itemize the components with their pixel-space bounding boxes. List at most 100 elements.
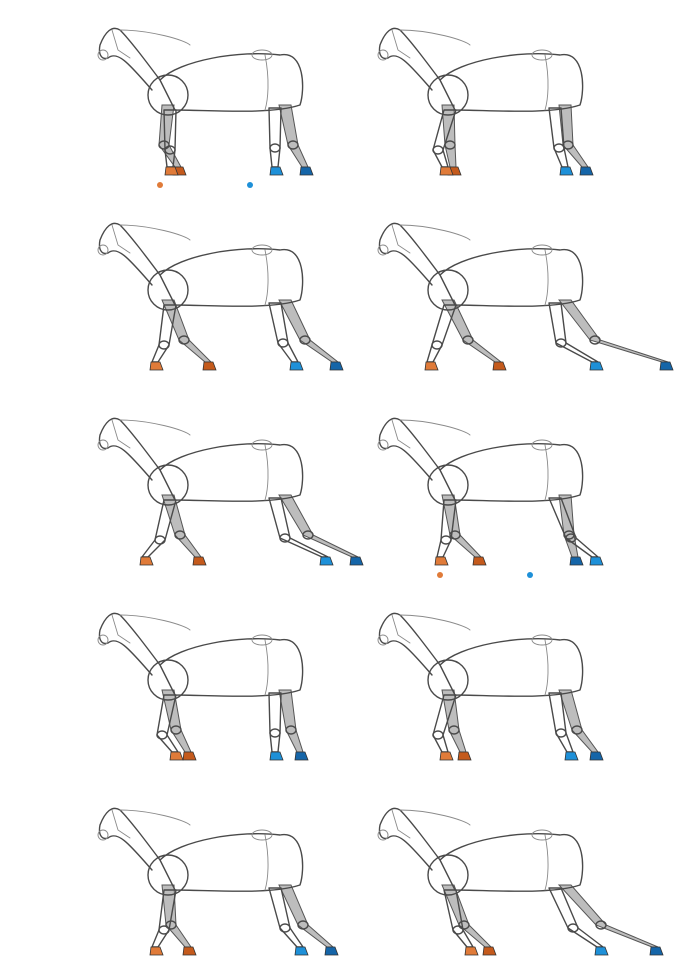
hind-far-leg [278, 689, 304, 753]
front-near-leg-joint [154, 535, 166, 545]
face-guide [391, 29, 411, 59]
front-near-leg-joint [158, 340, 170, 350]
front-contact-dot [157, 182, 163, 188]
horse-frame-1 [90, 10, 380, 190]
horse-frame-10 [370, 790, 664, 970]
horse-neck-head [378, 612, 441, 676]
hind-near-leg-hoof [589, 361, 604, 371]
hind-far-leg [558, 494, 579, 558]
hind-near-leg-hoof [589, 556, 604, 566]
horse-drawing [377, 222, 674, 371]
face-guide [111, 29, 131, 59]
hind-near-leg-hoof [294, 946, 309, 956]
horse-neck-head [378, 807, 441, 871]
muzzle-circle [377, 634, 389, 646]
front-near-leg-hoof [424, 361, 439, 371]
shoulder-circle [427, 269, 469, 311]
hind-near-leg-hoof [559, 166, 574, 176]
muzzle-circle [377, 439, 389, 451]
horse-neck-head [98, 27, 161, 91]
horse-drawing [97, 417, 364, 566]
horse-neck-head [98, 612, 161, 676]
face-guide [391, 419, 411, 449]
flank-line [264, 54, 269, 111]
shoulder-circle [427, 74, 469, 116]
front-far-leg-joint [158, 140, 170, 150]
hind-near-leg-hoof [319, 556, 334, 566]
horse-drawing [377, 417, 604, 578]
front-near-leg-hoof [464, 946, 479, 956]
horse-neck-head [98, 222, 161, 286]
hind-far-leg [278, 299, 340, 363]
front-near-leg-hoof [439, 166, 454, 176]
hind-far-leg-hoof [579, 166, 594, 176]
shoulder-circle [147, 269, 189, 311]
hind-far-leg-joint [299, 335, 311, 345]
hip-mark [531, 244, 553, 256]
hind-near-leg-joint [269, 143, 281, 153]
front-far-leg-hoof [472, 556, 487, 566]
muzzle-circle [97, 829, 109, 841]
mane-line [399, 224, 471, 241]
front-far-leg-joint [174, 530, 186, 540]
front-near-leg-hoof [149, 946, 164, 956]
shoulder-circle [427, 464, 469, 506]
mane-line [399, 809, 471, 826]
mane-line [399, 419, 471, 436]
hind-near-leg-joint [269, 728, 281, 738]
front-far-leg-joint [458, 920, 470, 930]
front-near-leg-joint [156, 730, 168, 740]
shoulder-circle [427, 854, 469, 896]
horse-frame-8 [370, 595, 660, 775]
muzzle-circle [377, 244, 389, 256]
horse-body [159, 638, 304, 697]
horse-body [159, 53, 304, 112]
hind-contact-dot [247, 182, 253, 188]
hip-mark [251, 439, 273, 451]
face-guide [111, 809, 131, 839]
flank-line [264, 444, 269, 501]
front-near-leg-hoof [169, 751, 184, 761]
muzzle-circle [97, 49, 109, 61]
horse-neck-head [378, 222, 441, 286]
hind-far-leg-joint [571, 725, 583, 735]
flank-line [544, 639, 549, 696]
horse-frame-6 [370, 400, 660, 580]
shoulder-circle [147, 854, 189, 896]
face-guide [111, 419, 131, 449]
flank-line [264, 249, 269, 306]
front-far-leg-hoof [457, 751, 472, 761]
front-far-leg-hoof [482, 946, 497, 956]
flank-line [544, 249, 549, 306]
muzzle-circle [97, 634, 109, 646]
hind-near-leg-hoof [564, 751, 579, 761]
muzzle-circle [377, 829, 389, 841]
hind-far-leg-hoof [324, 946, 339, 956]
flank-line [544, 444, 549, 501]
front-near-leg-hoof [164, 166, 179, 176]
front-far-leg-hoof [182, 946, 197, 956]
horse-frame-9 [90, 790, 380, 970]
front-far-leg-hoof [192, 556, 207, 566]
front-far-leg-joint [462, 335, 474, 345]
front-far-leg-hoof [202, 361, 217, 371]
horse-body [159, 443, 304, 502]
hind-near-leg-hoof [269, 751, 284, 761]
horse-body [439, 248, 584, 307]
hip-mark [531, 829, 553, 841]
front-near-leg-hoof [434, 556, 449, 566]
front-near-leg-hoof [139, 556, 154, 566]
muzzle-circle [97, 244, 109, 256]
hind-near-leg [268, 692, 282, 753]
hind-near-leg-joint [553, 143, 565, 153]
mane-line [119, 29, 191, 46]
horse-body [439, 638, 584, 697]
front-far-leg-joint [170, 725, 182, 735]
hind-near-leg-joint [279, 533, 291, 543]
horse-drawing [377, 27, 594, 176]
hip-mark [251, 634, 273, 646]
front-far-leg-joint [449, 530, 461, 540]
mane-line [119, 614, 191, 631]
front-near-leg-joint [431, 340, 443, 350]
